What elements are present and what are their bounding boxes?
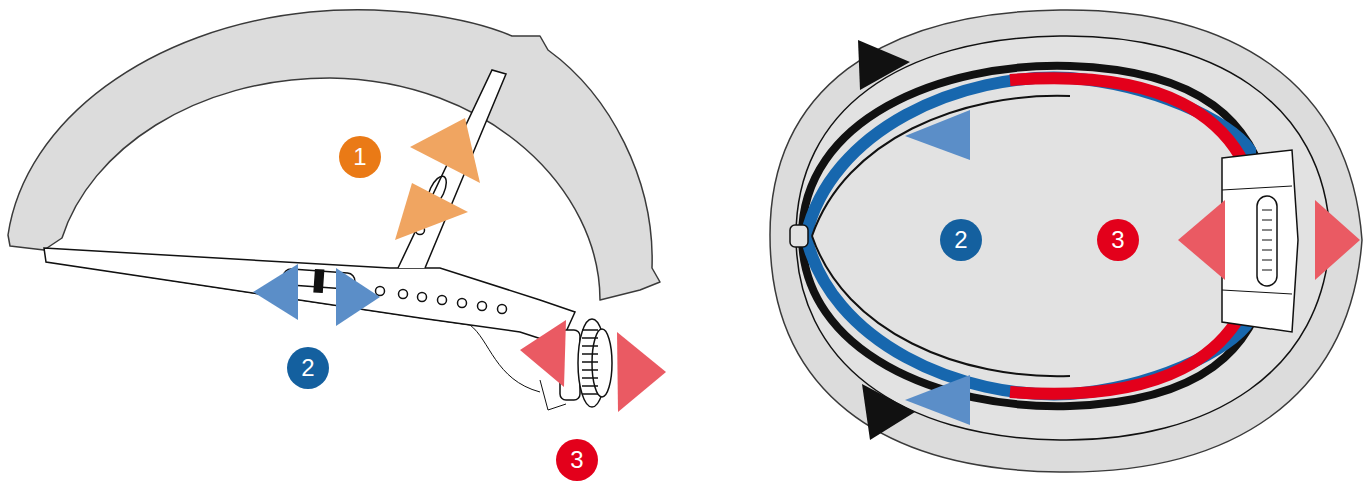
callout-number: 1 — [339, 136, 381, 178]
knob-knurling — [582, 330, 598, 394]
adjust-arrows — [253, 118, 666, 412]
callout-text: 1 — [353, 145, 366, 169]
callout-text: 2 — [954, 228, 967, 252]
head-harness — [44, 70, 612, 410]
callout-number: 2 — [940, 219, 982, 261]
callout-text: 3 — [1111, 228, 1124, 252]
callout-text: 2 — [301, 356, 314, 380]
helmet-top-view — [770, 10, 1362, 472]
callout-number: 3 — [556, 439, 598, 481]
callout-text: 3 — [570, 448, 583, 472]
callout-number: 2 — [287, 347, 329, 389]
callout-number: 3 — [1097, 219, 1139, 261]
